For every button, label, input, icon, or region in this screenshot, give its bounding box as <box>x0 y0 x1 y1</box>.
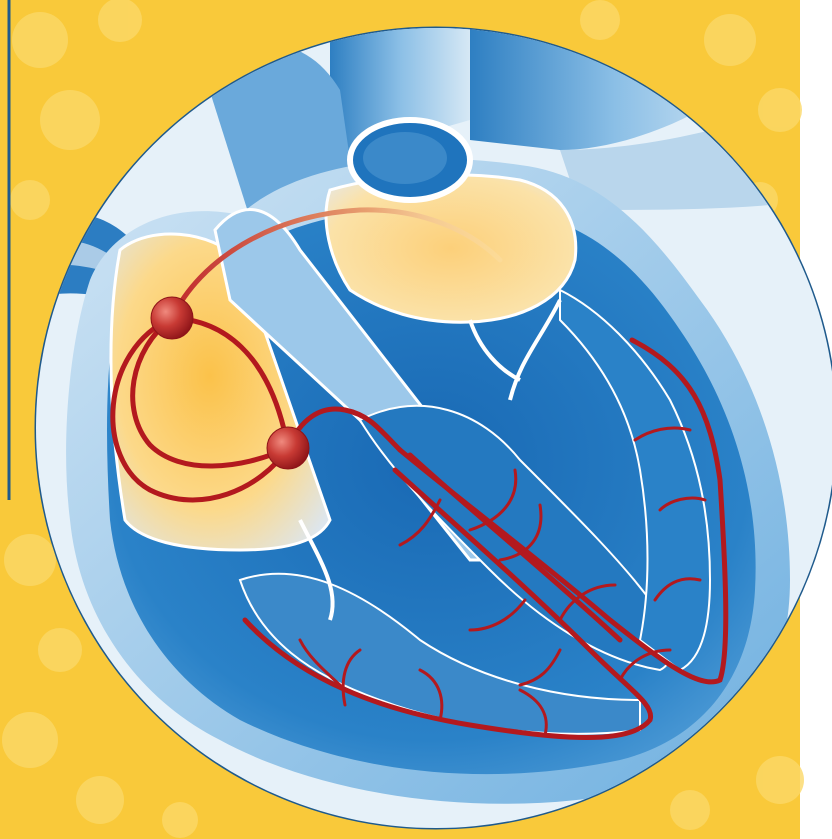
sinoatrial-node <box>151 297 193 339</box>
atrioventricular-node <box>267 427 309 469</box>
